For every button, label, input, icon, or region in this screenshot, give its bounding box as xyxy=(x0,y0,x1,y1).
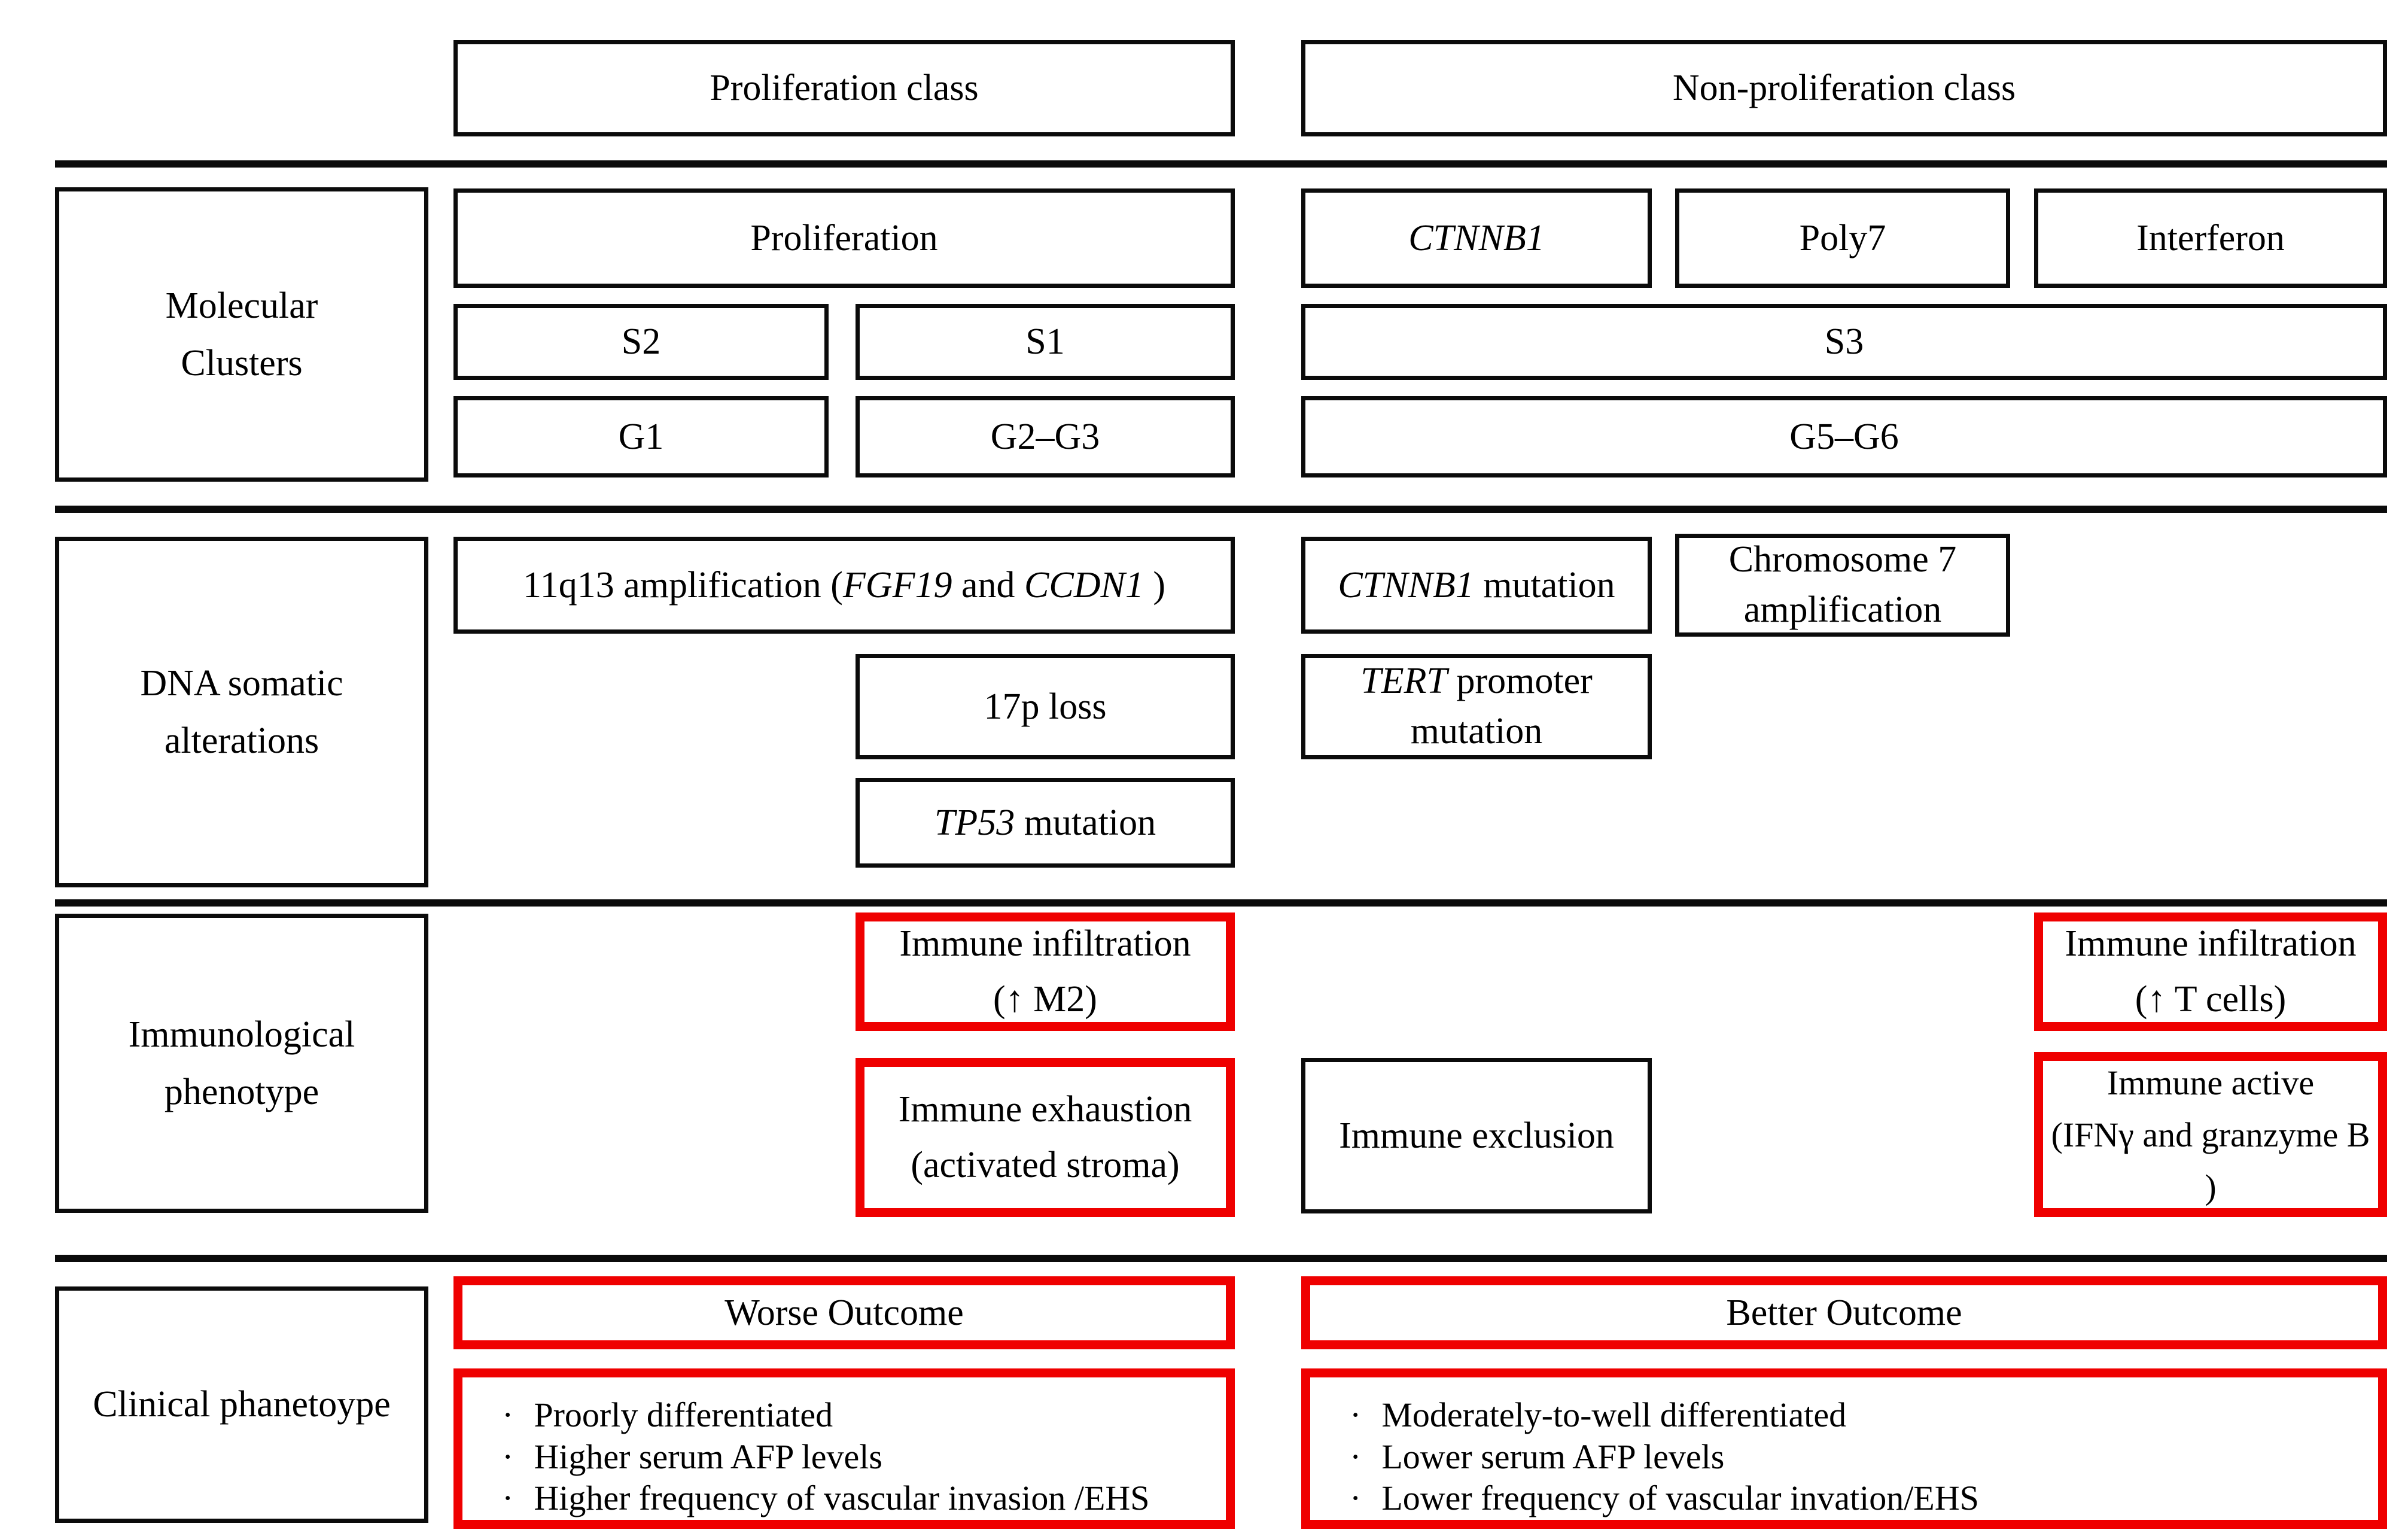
separator-line-3 xyxy=(55,899,2387,907)
list-item: · Higher serum AFP levels xyxy=(502,1436,882,1478)
cluster-s2-label: S2 xyxy=(621,321,661,363)
chromosome7-line1: Chromosome 7 xyxy=(1728,539,1957,580)
immune-infiltration-tcells-line1: Immune infiltration xyxy=(2065,923,2357,964)
cluster-g1-label: G1 xyxy=(618,416,664,457)
bullet-dot: · xyxy=(1350,1479,1362,1518)
better-bullet-2: Lower serum AFP levels xyxy=(1381,1437,1725,1476)
immune-infiltration-tcells-line2: (↑ T cells) xyxy=(2135,979,2287,1020)
separator-line-4 xyxy=(55,1255,2387,1262)
cluster-s3-label: S3 xyxy=(1824,321,1864,363)
chromosome7-amplification-box: Chromosome 7 amplification xyxy=(1675,534,2010,637)
tert-promoter-line2: mutation xyxy=(1410,711,1543,752)
immune-infiltration-m2-box: Immune infiltration (↑ M2) xyxy=(856,912,1235,1031)
tp53-mutation-label: TP53 mutation xyxy=(934,802,1156,843)
ctnnb1-mutation-label: CTNNB1 mutation xyxy=(1338,564,1615,606)
immune-exclusion-label: Immune exclusion xyxy=(1339,1115,1614,1156)
better-outcome-header: Better Outcome xyxy=(1301,1276,2387,1349)
separator-line-1 xyxy=(55,160,2387,168)
list-item: · Lower frequency of vascular invation/E… xyxy=(1350,1477,1979,1519)
immunological-phenotype-row-label: Immunological phenotype xyxy=(55,914,428,1213)
immune-exhaustion-box: Immune exhaustion (activated stroma) xyxy=(856,1058,1235,1217)
clinical-phenotype-row-label: Clinical phanetoype xyxy=(55,1286,428,1523)
clinical-phenotype-label: Clinical phanetoype xyxy=(93,1384,391,1425)
worse-bullet-2: Higher serum AFP levels xyxy=(534,1437,882,1476)
molecular-clusters-label-line1: Molecular xyxy=(165,285,318,326)
worse-outcome-header: Worse Outcome xyxy=(453,1276,1235,1349)
cluster-ctnnb1-label: CTNNB1 xyxy=(1408,217,1545,258)
list-item: · Proorly differentiated xyxy=(502,1394,833,1436)
tert-promoter-mutation-box: TERT promoter mutation xyxy=(1301,654,1652,759)
dna-somatic-alterations-label: DNA somatic alterations xyxy=(140,662,343,761)
cluster-g5-g6-box: G5–G6 xyxy=(1301,396,2387,477)
cluster-g1-box: G1 xyxy=(453,396,829,477)
proliferation-class-label: Proliferation class xyxy=(710,68,979,109)
bullet-dot: · xyxy=(1350,1395,1362,1434)
cluster-s2-box: S2 xyxy=(453,304,829,380)
better-bullet-1: Moderately-to-well differentiated xyxy=(1381,1395,1847,1434)
17p-loss-box: 17p loss xyxy=(856,654,1235,759)
proliferation-cluster-label: Proliferation xyxy=(750,217,938,258)
bullet-dot: · xyxy=(502,1395,514,1434)
immune-exclusion-box: Immune exclusion xyxy=(1301,1058,1652,1213)
better-bullet-3: Lower frequency of vascular invation/EHS xyxy=(1381,1479,1979,1518)
immunological-label-line2: phenotype xyxy=(164,1072,319,1112)
cluster-s3-box: S3 xyxy=(1301,304,2387,380)
bullet-dot: · xyxy=(502,1479,514,1518)
dna-somatic-alterations-row-label: DNA somatic alterations xyxy=(55,537,428,887)
17p-loss-label: 17p loss xyxy=(984,686,1107,727)
ctnnb1-mutation-box: CTNNB1 mutation xyxy=(1301,537,1652,634)
separator-line-2 xyxy=(55,506,2387,513)
tp53-mutation-box: TP53 mutation xyxy=(856,778,1235,868)
list-item: · Higher frequency of vascular invasion … xyxy=(502,1477,1150,1519)
immunological-label-line1: Immunological xyxy=(128,1014,355,1055)
cluster-interferon-label: Interferon xyxy=(2136,217,2285,258)
immune-active-line2: (IFNγ and granzyme B ) xyxy=(2051,1115,2370,1206)
list-item: · Moderately-to-well differentiated xyxy=(1350,1394,1846,1436)
better-outcome-list: · Moderately-to-well differentiated · Lo… xyxy=(1301,1368,2387,1529)
11q13-amplification-box: 11q13 amplification (FGF19 and CCDN1 ) xyxy=(453,537,1235,634)
immune-exhaustion-line2: (activated stroma) xyxy=(911,1145,1180,1185)
immune-active-box: Immune active (IFNγ and granzyme B ) xyxy=(2034,1052,2387,1217)
cluster-s1-label: S1 xyxy=(1025,321,1065,363)
worse-bullet-3: Higher frequency of vascular invasion /E… xyxy=(534,1479,1150,1518)
tert-promoter-line1: TERT promoter xyxy=(1360,661,1593,702)
cluster-interferon-box: Interferon xyxy=(2034,188,2387,288)
list-item: · Lower serum AFP levels xyxy=(1350,1436,1724,1478)
bullet-dot: · xyxy=(502,1437,514,1476)
worse-outcome-list: · Proorly differentiated · Higher serum … xyxy=(453,1368,1235,1529)
11q13-amplification-label: 11q13 amplification (FGF19 and CCDN1 ) xyxy=(523,564,1165,606)
immune-infiltration-m2-line1: Immune infiltration xyxy=(899,923,1191,964)
worse-outcome-label: Worse Outcome xyxy=(724,1292,964,1333)
cluster-poly7-box: Poly7 xyxy=(1675,188,2010,288)
cluster-g2-g3-label: G2–G3 xyxy=(990,416,1100,457)
cluster-ctnnb1-box: CTNNB1 xyxy=(1301,188,1652,288)
worse-bullet-1: Proorly differentiated xyxy=(534,1395,833,1434)
non-proliferation-class-label: Non-proliferation class xyxy=(1672,68,2016,109)
immune-exhaustion-line1: Immune exhaustion xyxy=(898,1089,1192,1130)
cluster-poly7-label: Poly7 xyxy=(1799,217,1886,258)
cluster-s1-box: S1 xyxy=(856,304,1235,380)
cluster-g5-g6-label: G5–G6 xyxy=(1789,416,1899,457)
immune-active-line1: Immune active xyxy=(2106,1063,2315,1102)
non-proliferation-class-header: Non-proliferation class xyxy=(1301,40,2387,136)
chromosome7-line2: amplification xyxy=(1743,589,1942,630)
proliferation-class-header: Proliferation class xyxy=(453,40,1235,136)
proliferation-cluster-box: Proliferation xyxy=(453,188,1235,288)
immune-infiltration-m2-line2: (↑ M2) xyxy=(993,979,1097,1020)
better-outcome-label: Better Outcome xyxy=(1726,1292,1962,1333)
immune-infiltration-tcells-box: Immune infiltration (↑ T cells) xyxy=(2034,912,2387,1031)
molecular-clusters-label-line2: Clusters xyxy=(181,343,303,384)
bullet-dot: · xyxy=(1350,1437,1362,1476)
cluster-g2-g3-box: G2–G3 xyxy=(856,396,1235,477)
molecular-clusters-row-label: Molecular Clusters xyxy=(55,187,428,482)
